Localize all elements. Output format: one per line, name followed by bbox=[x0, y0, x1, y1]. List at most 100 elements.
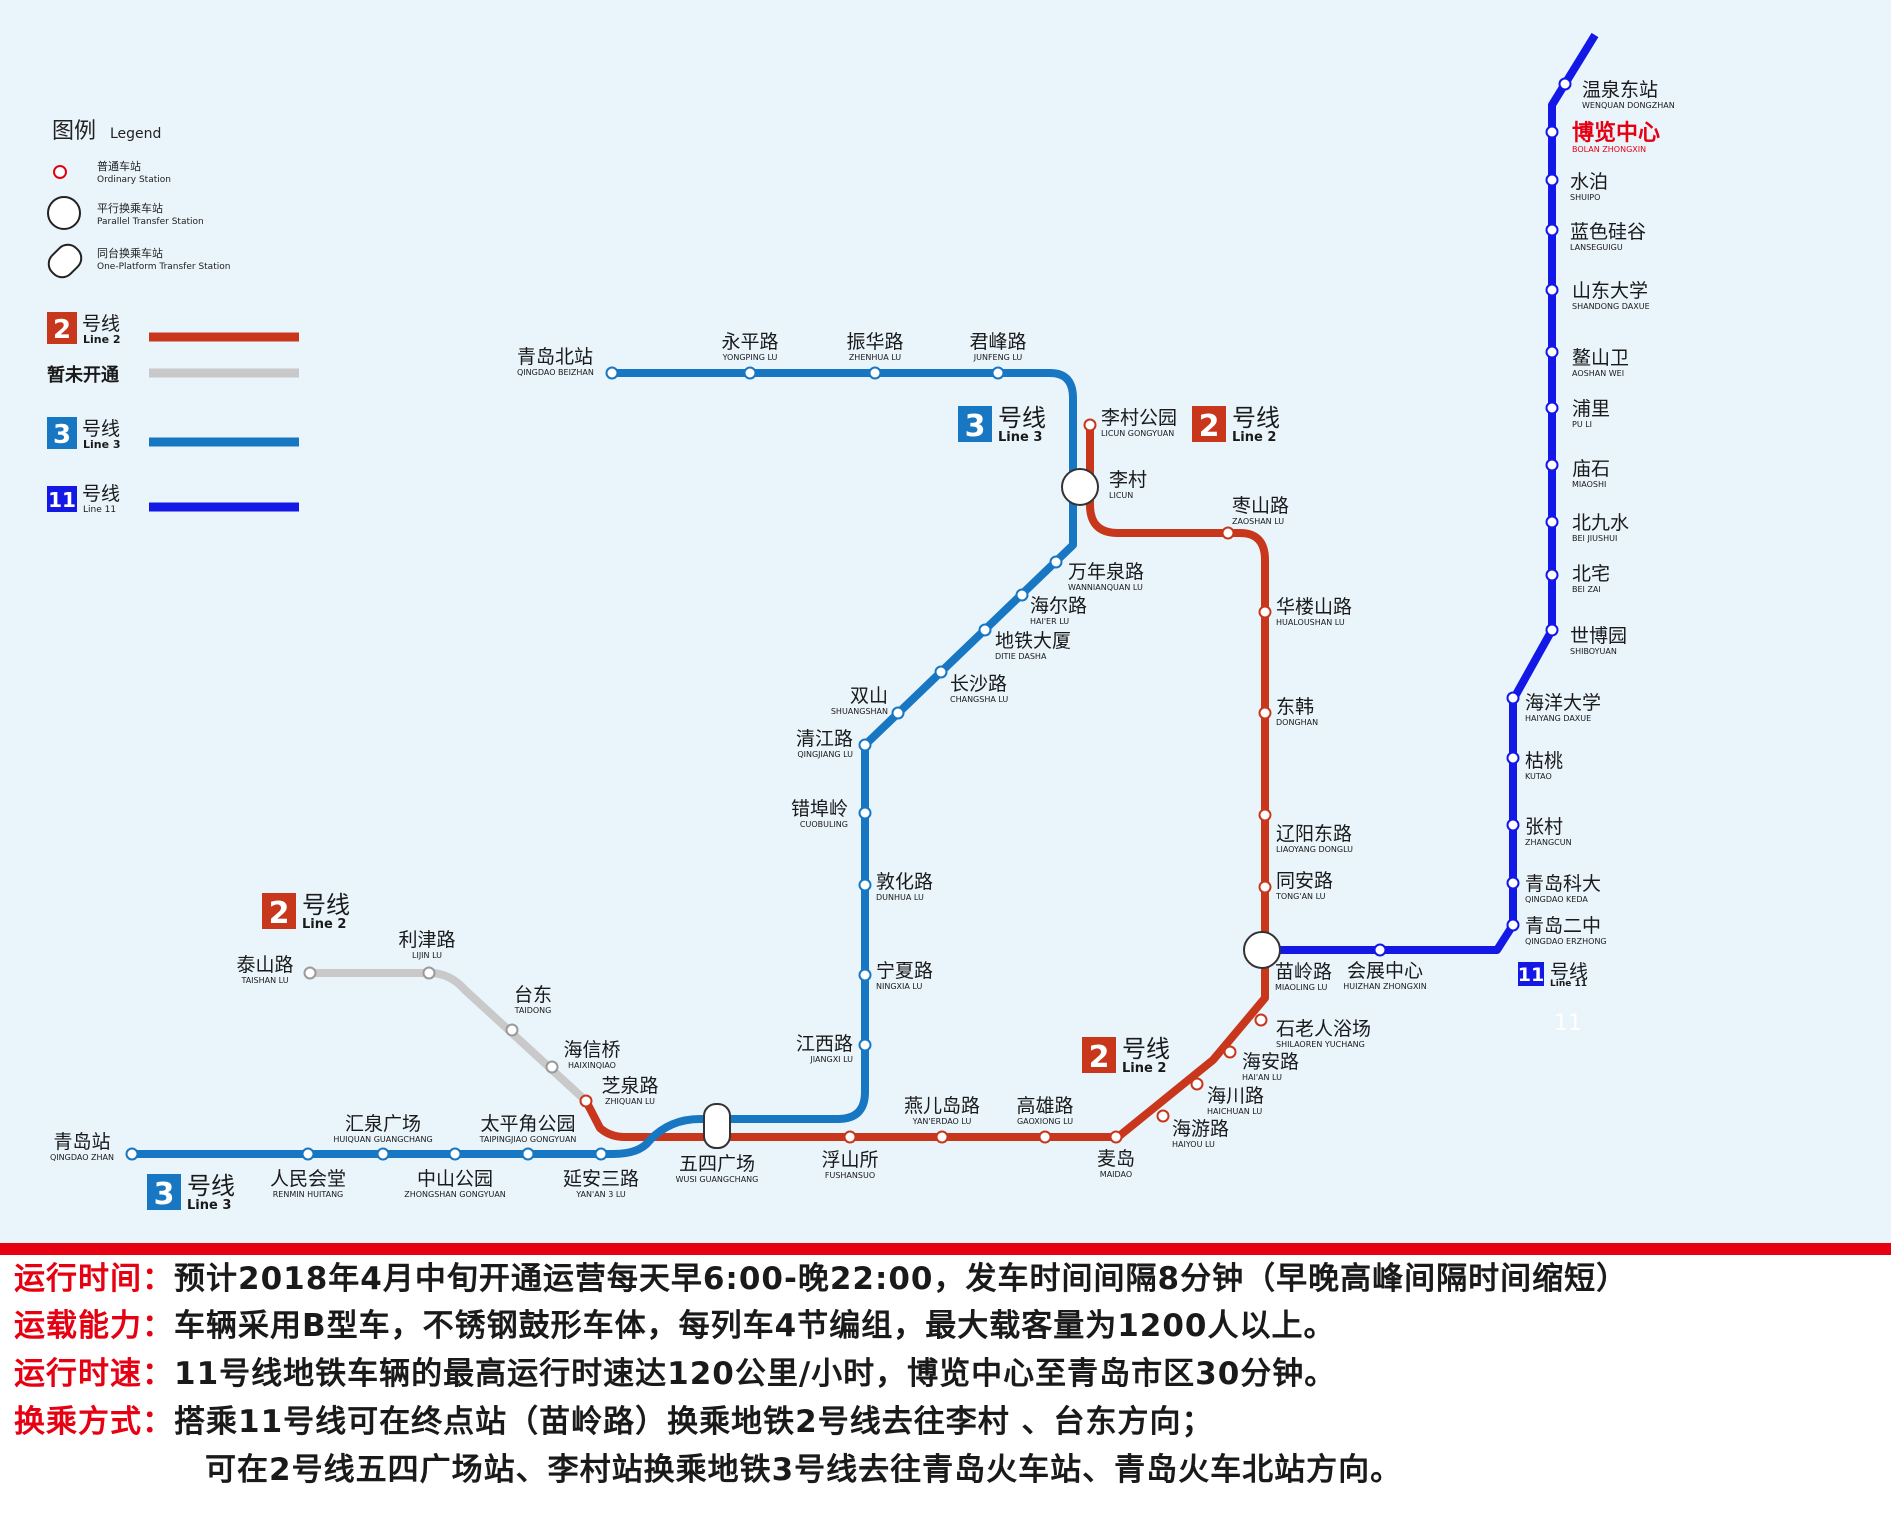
station-dot bbox=[858, 1038, 872, 1052]
line-badge-label-en: Line 2 bbox=[302, 917, 346, 932]
station-dot bbox=[545, 1060, 559, 1074]
legend-item-label: 同台换乘车站 bbox=[97, 246, 163, 260]
faint-mark: 11 bbox=[1554, 1011, 1582, 1036]
station-dot bbox=[1254, 1013, 1268, 1027]
station-name-en: TAIDONG bbox=[514, 1006, 552, 1015]
station-dot bbox=[1258, 706, 1272, 720]
station-name: 君峰路 bbox=[969, 331, 1026, 353]
station-name-en: CHANGSHA LU bbox=[950, 695, 1008, 704]
station-name-en: HUIQUAN GUANGCHANG bbox=[333, 1135, 432, 1144]
station-dot bbox=[505, 1023, 519, 1037]
station-dot bbox=[868, 366, 882, 380]
station-name-en: JUNFENG LU bbox=[973, 353, 1023, 362]
station-dot bbox=[1506, 918, 1520, 932]
station-dot bbox=[858, 738, 872, 752]
station-name: 利津路 bbox=[398, 929, 455, 951]
station-name: 博览中心 bbox=[1572, 120, 1660, 146]
station-dot bbox=[1190, 1077, 1204, 1091]
station-name: 青岛科大 bbox=[1525, 873, 1601, 895]
station-name-en: DUNHUA LU bbox=[876, 893, 924, 902]
info-row-transfer-2: 可在2号线五四广场站、李村站换乘地铁3号线去往青岛火车站、青岛火车北站方向。 bbox=[205, 1450, 1402, 1490]
station-dot bbox=[891, 706, 905, 720]
station-name: 海游路 bbox=[1172, 1118, 1229, 1140]
line-badge-box bbox=[262, 893, 296, 929]
station-name-en: SHILAOREN YUCHANG bbox=[1276, 1040, 1365, 1049]
info-label: 运载能力： bbox=[14, 1308, 174, 1344]
station-dot bbox=[1373, 943, 1387, 957]
station-dot bbox=[1258, 880, 1272, 894]
station-name-en: TAIPINGJIAO GONGYUAN bbox=[479, 1135, 577, 1144]
legend-line-label: 号线 bbox=[82, 313, 120, 335]
station-dot bbox=[978, 623, 992, 637]
station-name: 浦里 bbox=[1572, 398, 1610, 420]
info-row-speed: 运行时速：11号线地铁车辆的最高运行时速达120公里/小时，博览中心至青岛市区3… bbox=[14, 1354, 1336, 1394]
line-badge-number: 2 bbox=[1199, 409, 1220, 444]
legend-item-label: 普通车站 bbox=[97, 159, 141, 173]
station-dot bbox=[422, 966, 436, 980]
station-name-en: LICUN GONGYUAN bbox=[1101, 429, 1174, 438]
station-name: 台东 bbox=[514, 984, 552, 1006]
station-name-en: QINGDAO ERZHONG bbox=[1525, 937, 1607, 946]
legend-line-number: 11 bbox=[48, 488, 76, 512]
station-dot bbox=[1156, 1109, 1170, 1123]
station-name: 苗岭路 bbox=[1275, 961, 1332, 983]
station-name-en: GAOXIONG LU bbox=[1017, 1117, 1073, 1126]
station-name: 地铁大厦 bbox=[995, 630, 1071, 652]
station-name: 华楼山路 bbox=[1276, 596, 1352, 618]
station-name: 海川路 bbox=[1207, 1085, 1264, 1107]
station-dot bbox=[743, 366, 757, 380]
station-name: 双山 bbox=[850, 685, 888, 707]
station-dot bbox=[448, 1147, 462, 1161]
station-name: 海尔路 bbox=[1030, 595, 1087, 617]
station-name-en: HAI'AN LU bbox=[1242, 1073, 1282, 1082]
station-dot bbox=[1545, 283, 1559, 297]
legend-title-en: Legend bbox=[110, 126, 161, 142]
station-name-en: SHANDONG DAXUE bbox=[1572, 302, 1650, 311]
station-name: 汇泉广场 bbox=[345, 1113, 421, 1135]
station-name: 中山公园 bbox=[417, 1168, 493, 1190]
station-name-en: MIAOLING LU bbox=[1275, 983, 1327, 992]
info-label: 运行时速： bbox=[14, 1356, 174, 1392]
line-badge-number: 2 bbox=[1089, 1040, 1110, 1075]
station-name: 东韩 bbox=[1276, 696, 1314, 718]
station-name: 世博园 bbox=[1570, 625, 1627, 647]
station-name-en: AOSHAN WEI bbox=[1572, 369, 1624, 378]
line-badge-label: 号线 bbox=[187, 1172, 235, 1200]
station-dot bbox=[303, 966, 317, 980]
station-name: 清江路 bbox=[796, 728, 853, 750]
info-row-hours: 运行时间：预计2018年4月中旬开通运营每天早6:00-晚22:00，发车时间间… bbox=[14, 1259, 1628, 1299]
station-name-en: WENQUAN DONGZHAN bbox=[1582, 101, 1675, 110]
station-name-en: ZHENHUA LU bbox=[849, 353, 901, 362]
station-dot bbox=[579, 1094, 593, 1108]
station-name: 江西路 bbox=[796, 1033, 853, 1055]
station-dot bbox=[1545, 458, 1559, 472]
legend-parallel-icon bbox=[47, 196, 81, 230]
info-text: 可在2号线五四广场站、李村站换乘地铁3号线去往青岛火车站、青岛火车北站方向。 bbox=[205, 1452, 1403, 1488]
station-dot bbox=[1558, 77, 1572, 91]
station-dot bbox=[858, 806, 872, 820]
station-name-en: YAN'ERDAO LU bbox=[912, 1117, 972, 1126]
station-name: 青岛二中 bbox=[1525, 915, 1601, 937]
station-name-en: QINGDAO KEDA bbox=[1525, 895, 1588, 904]
station-name-en: SHUANGSHAN bbox=[831, 707, 888, 716]
station-name-en: MIAOSHI bbox=[1572, 480, 1606, 489]
station-name-en: HAIYOU LU bbox=[1172, 1140, 1215, 1149]
station-name-en: CUOBULING bbox=[800, 820, 848, 829]
line-11-track bbox=[1262, 32, 1599, 954]
station-dot bbox=[1545, 345, 1559, 359]
line-badge-box bbox=[1518, 962, 1544, 986]
line-badge-label: 号线 bbox=[998, 404, 1046, 432]
station-name: 长沙路 bbox=[950, 673, 1007, 695]
station-name: 泰山路 bbox=[236, 954, 293, 976]
station-name: 芝泉路 bbox=[601, 1075, 658, 1097]
station-dot bbox=[301, 1147, 315, 1161]
station-dot bbox=[1015, 588, 1029, 602]
station-name-en: HAICHUAN LU bbox=[1207, 1107, 1262, 1116]
station-name-en: HUIZHAN ZHONGXIN bbox=[1343, 982, 1427, 991]
station-name: 枯桃 bbox=[1525, 750, 1563, 772]
station-name-en: QINGDAO ZHAN bbox=[50, 1153, 114, 1162]
line-badge-number: 3 bbox=[154, 1177, 175, 1212]
legend-item-label-en: Parallel Transfer Station bbox=[97, 217, 204, 227]
station-name: 石老人浴场 bbox=[1276, 1018, 1371, 1040]
legend-line-label: 暂未开通 bbox=[47, 364, 119, 386]
